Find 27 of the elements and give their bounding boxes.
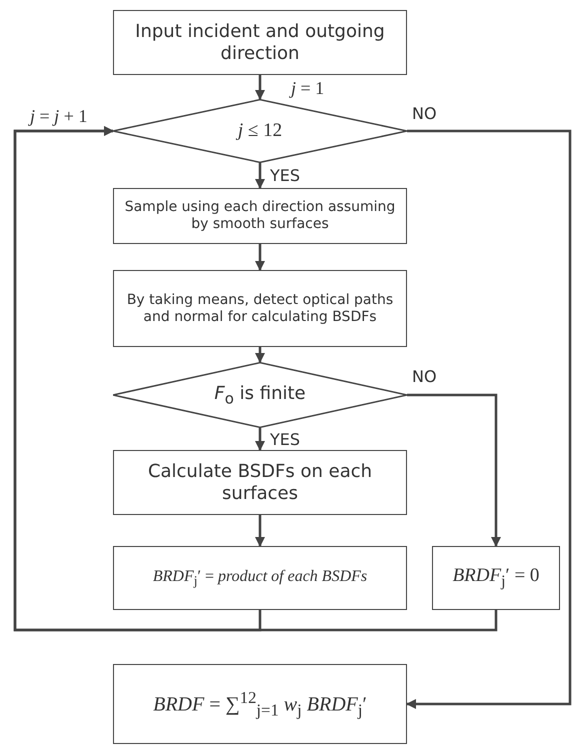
formula-text: j ≤ 12	[235, 120, 284, 142]
process-box	[432, 546, 560, 610]
node-text: Calculate BSDFs on each surfaces	[146, 460, 374, 504]
formula-text: BRDF$_{j}$′ = product of each BSDFs	[152, 566, 368, 590]
arrow	[255, 347, 265, 363]
process-box	[113, 664, 407, 744]
formula-text: BRDF$_{j}$′ = 0	[452, 564, 540, 592]
node-text: By taking means, detect optical paths and normal for calculating BSDFs	[126, 292, 394, 326]
process-box	[113, 188, 407, 244]
arrow	[255, 428, 265, 451]
arrow	[255, 244, 265, 271]
node-text: Sample using each direction assuming by smooth surfaces	[124, 199, 396, 233]
process-box	[113, 450, 407, 515]
formula-text: BRDF = ∑$^{12}$$_{j=1}$ w$_{j}$ BRDF$_{j}$′	[152, 688, 368, 720]
decision-diamond	[113, 99, 407, 163]
arrow	[255, 515, 265, 547]
arrow	[406, 130, 572, 709]
arrow	[255, 163, 265, 189]
arrow	[14, 126, 498, 632]
node-text: Input incident and outgoing direction	[134, 20, 386, 64]
process-box	[113, 270, 407, 347]
arrow	[255, 75, 265, 100]
arrow	[407, 394, 501, 547]
decision-diamond	[113, 362, 407, 428]
process-box	[113, 546, 407, 610]
node-text: F$_{o}$ is finite	[213, 382, 307, 408]
process-box	[113, 10, 407, 75]
